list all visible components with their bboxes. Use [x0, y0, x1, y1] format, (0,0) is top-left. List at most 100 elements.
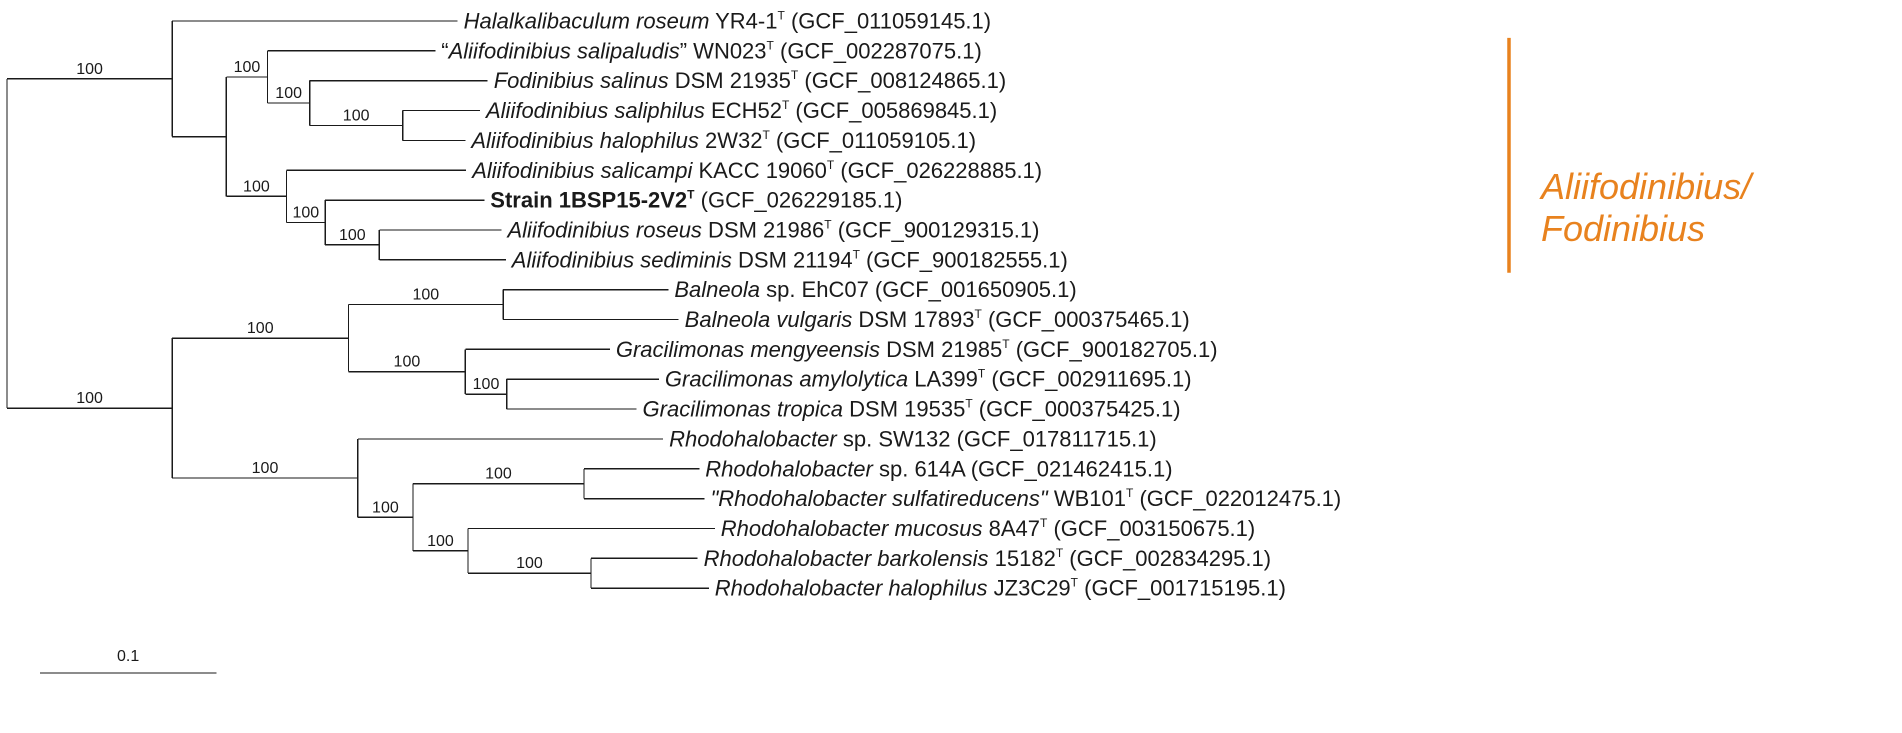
bootstrap-n_b3: 100 — [339, 227, 366, 244]
bootstrap-n_a1: 100 — [234, 59, 261, 76]
tip-t6-part-3: (GCF_026228885.1) — [834, 158, 1042, 183]
tip-t20-part-1: JZ3C29 — [988, 576, 1071, 601]
bootstrap-n_r4: 100 — [516, 555, 543, 572]
tip-label-t8: Aliifodinibius roseus DSM 21986T (GCF_90… — [506, 217, 1040, 242]
tip-t3-part-2: T — [791, 68, 799, 82]
tip-t3-part-3: (GCF_008124865.1) — [798, 68, 1006, 93]
tip-t5-part-1: 2W32 — [699, 128, 763, 153]
tip-t11-part-0: Balneola vulgaris — [685, 307, 853, 332]
bootstrap-n_gra2: 100 — [473, 376, 500, 393]
tip-t2-part-0: “ — [441, 38, 448, 63]
tip-t3-part-0: Fodinibius salinus — [494, 68, 669, 93]
tip-t12-part-2: T — [1002, 337, 1010, 351]
tip-t14-part-1: DSM 19535 — [843, 397, 965, 422]
tip-t7-part-0: Strain 1BSP15-2V2 — [490, 188, 687, 213]
tip-t4-part-2: T — [782, 98, 790, 112]
tip-label-t12: Gracilimonas mengyeensis DSM 21985T (GCF… — [616, 337, 1218, 362]
clade-label-line-2: Fodinibius — [1541, 208, 1705, 249]
tip-t19-part-2: T — [1056, 546, 1064, 560]
clade-label: Aliifodinibius/ Fodinibius — [1539, 166, 1761, 249]
bootstrap-n_bg: 100 — [247, 320, 274, 337]
tip-t13-part-1: LA399 — [908, 367, 978, 392]
tip-t13-part-3: (GCF_002911695.1) — [985, 367, 1191, 392]
clade-annotation: Aliifodinibius/ Fodinibius — [1507, 37, 1761, 273]
tip-t13-part-2: T — [978, 367, 986, 381]
tip-label-t14: Gracilimonas tropica DSM 19535T (GCF_000… — [643, 397, 1181, 422]
bootstrap-n_rho: 100 — [252, 460, 279, 477]
tip-label-t1: Halalkalibaculum roseum YR4-1T (GCF_0110… — [464, 9, 991, 34]
tip-t12-part-0: Gracilimonas mengyeensis — [616, 337, 880, 362]
tip-t19-part-0: Rhodohalobacter barkolensis — [704, 546, 989, 571]
tip-t11-part-1: DSM 17893 — [852, 307, 974, 332]
tip-t1-part-0: Halalkalibaculum roseum — [464, 9, 710, 34]
tip-t6-part-2: T — [827, 158, 835, 172]
tip-t15-part-1: sp. SW132 (GCF_017811715.1) — [837, 426, 1157, 451]
bootstrap-n_bal: 100 — [412, 287, 439, 304]
bootstrap-n_r3: 100 — [427, 533, 454, 550]
tip-t4-part-0: Aliifodinibius saliphilus — [484, 98, 705, 123]
tip-t3-part-1: DSM 21935 — [669, 68, 791, 93]
tip-t9-part-0: Aliifodinibius sediminis — [510, 247, 732, 272]
tip-t18-part-2: T — [1040, 516, 1048, 530]
bootstrap-n_b1: 100 — [243, 178, 270, 195]
bootstrap-n_a3: 100 — [343, 107, 370, 124]
tip-t19-part-3: (GCF_002834295.1) — [1063, 546, 1271, 571]
tip-t16-part-1: sp. 614A (GCF_021462415.1) — [873, 456, 1173, 481]
tip-label-t3: Fodinibius salinus DSM 21935T (GCF_00812… — [494, 68, 1006, 93]
tip-t18-part-0: Rhodohalobacter mucosus — [721, 516, 983, 541]
tip-t2-part-1: Aliifodinibius salipaludis — [447, 38, 680, 63]
tip-t1-part-3: (GCF_011059145.1) — [785, 9, 991, 34]
tip-t9-part-3: (GCF_900182555.1) — [860, 247, 1068, 272]
tip-t17-part-0: "Rhodohalobacter sulfatireducens" — [710, 486, 1048, 511]
tip-t14-part-0: Gracilimonas tropica — [643, 397, 844, 422]
scale-bar: 0.1 — [40, 648, 217, 674]
tree-branches — [6, 20, 715, 589]
tip-t5-part-0: Aliifodinibius halophilus — [469, 128, 698, 153]
bootstrap-n_r1: 100 — [372, 499, 399, 516]
bootstrap-values: 100 100 100 100 100 100 100 100 100 100 100 100 100 1… — [76, 59, 543, 572]
tip-t11-part-3: (GCF_000375465.1) — [982, 307, 1190, 332]
tip-label-t7: Strain 1BSP15-2V2T (GCF_026229185.1) — [490, 188, 902, 213]
tip-t20-part-0: Rhodohalobacter halophilus — [715, 576, 988, 601]
tip-t17-part-1: WB101 — [1048, 486, 1126, 511]
tip-t14-part-2: T — [965, 397, 973, 411]
tip-label-t2: “Aliifodinibius salipaludis” WN023T (GCF… — [441, 38, 982, 63]
tip-t18-part-1: 8A47 — [982, 516, 1040, 541]
tip-labels: Halalkalibaculum roseum YR4-1T (GCF_0110… — [441, 9, 1341, 601]
tip-label-t10: Balneola sp. EhC07 (GCF_001650905.1) — [674, 277, 1076, 302]
tip-t9-part-2: T — [853, 247, 861, 261]
bootstrap-n_upper: 100 — [76, 61, 103, 78]
tip-t8-part-2: T — [824, 217, 832, 231]
tip-t1-part-1: YR4-1 — [709, 9, 777, 34]
bootstrap-n_r2: 100 — [485, 466, 512, 483]
tip-t12-part-3: (GCF_900182705.1) — [1010, 337, 1218, 362]
tip-label-t16: Rhodohalobacter sp. 614A (GCF_021462415.… — [705, 456, 1172, 481]
tip-label-t13: Gracilimonas amylolytica LA399T (GCF_002… — [665, 367, 1192, 392]
clade-label-line-1: Aliifodinibius/ — [1539, 166, 1755, 207]
tip-label-t11: Balneola vulgaris DSM 17893T (GCF_000375… — [685, 307, 1190, 332]
tip-t17-part-3: (GCF_022012475.1) — [1133, 486, 1341, 511]
tip-t2-part-2: ” WN023 — [680, 38, 767, 63]
tip-t12-part-1: DSM 21985 — [880, 337, 1002, 362]
tip-t13-part-0: Gracilimonas amylolytica — [665, 367, 908, 392]
tip-t6-part-0: Aliifodinibius salicampi — [470, 158, 693, 183]
tip-t7-part-2: (GCF_026229185.1) — [695, 188, 903, 213]
tip-t11-part-2: T — [975, 307, 983, 321]
bootstrap-n_lower: 100 — [76, 390, 103, 407]
tip-t5-part-2: T — [762, 128, 770, 142]
tip-t20-part-2: T — [1071, 576, 1079, 590]
bootstrap-n_a2: 100 — [275, 85, 302, 102]
tip-t2-part-3: T — [767, 38, 775, 52]
tip-label-t6: Aliifodinibius salicampi KACC 19060T (GC… — [470, 158, 1042, 183]
tip-label-t5: Aliifodinibius halophilus 2W32T (GCF_011… — [469, 128, 976, 153]
tip-t8-part-3: (GCF_900129315.1) — [832, 217, 1040, 242]
tip-t20-part-3: (GCF_001715195.1) — [1078, 576, 1286, 601]
tip-t15-part-0: Rhodohalobacter — [669, 426, 838, 451]
tip-label-t9: Aliifodinibius sediminis DSM 21194T (GCF… — [510, 247, 1068, 272]
tip-t4-part-3: (GCF_005869845.1) — [789, 98, 997, 123]
tip-t19-part-1: 15182 — [989, 546, 1056, 571]
tip-t1-part-2: T — [777, 9, 785, 23]
tip-label-t17: "Rhodohalobacter sulfatireducens" WB101T… — [710, 486, 1341, 511]
bootstrap-n_gra: 100 — [394, 354, 421, 371]
